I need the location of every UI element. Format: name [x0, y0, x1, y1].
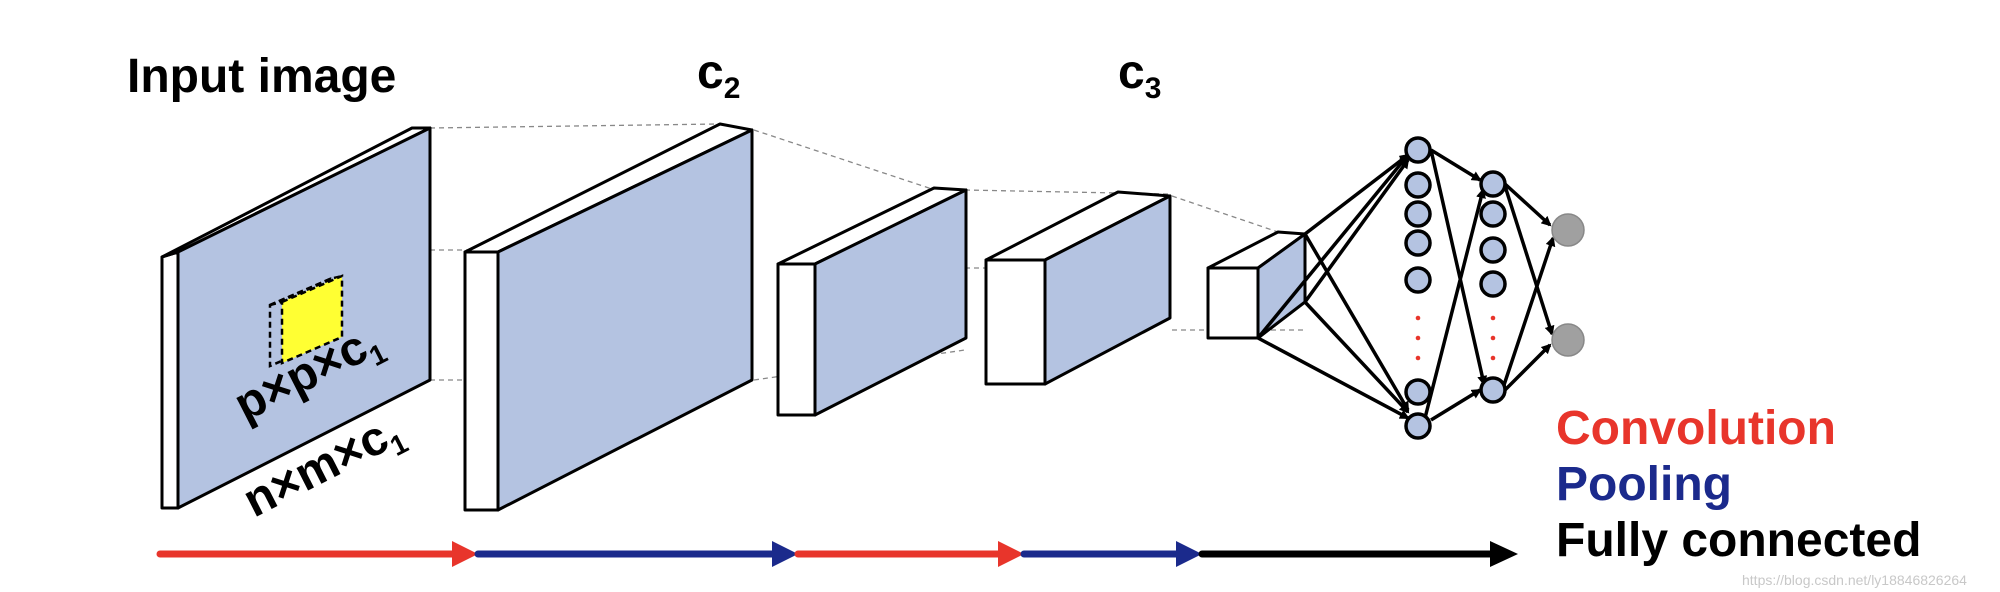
output-neurons: [1551, 213, 1585, 357]
arrowhead-convolution-1: [452, 541, 478, 567]
label-c3: c3: [1118, 46, 1161, 105]
watermark: https://blog.csdn.net/ly18846826264: [1742, 572, 1967, 588]
pool1-layer: [776, 186, 968, 417]
label-input-image: Input image: [127, 50, 396, 103]
fc-layer-2: [1479, 170, 1507, 404]
fc-layer-2-dots: [1490, 315, 1496, 361]
process-arrows: [156, 541, 1518, 567]
fc-layer-1: [1404, 136, 1432, 440]
label-c2: c2: [697, 46, 740, 105]
legend-convolution: Convolution: [1556, 402, 1836, 455]
patch-box: [268, 274, 344, 368]
pool2-layer: [1206, 230, 1307, 340]
fc-edges: [1256, 148, 1556, 422]
arrowhead-pooling-2: [1176, 541, 1202, 567]
c3-layer: [984, 190, 1172, 386]
arrowhead-fully-connected: [1490, 541, 1518, 567]
legend-pooling: Pooling: [1556, 458, 1732, 511]
fc-layer-1-dots: [1415, 315, 1421, 361]
legend-fully-connected: Fully connected: [1556, 514, 1921, 567]
c2-layer: [463, 122, 754, 512]
arrowhead-convolution-2: [998, 541, 1024, 567]
arrowhead-pooling-1: [772, 541, 798, 567]
